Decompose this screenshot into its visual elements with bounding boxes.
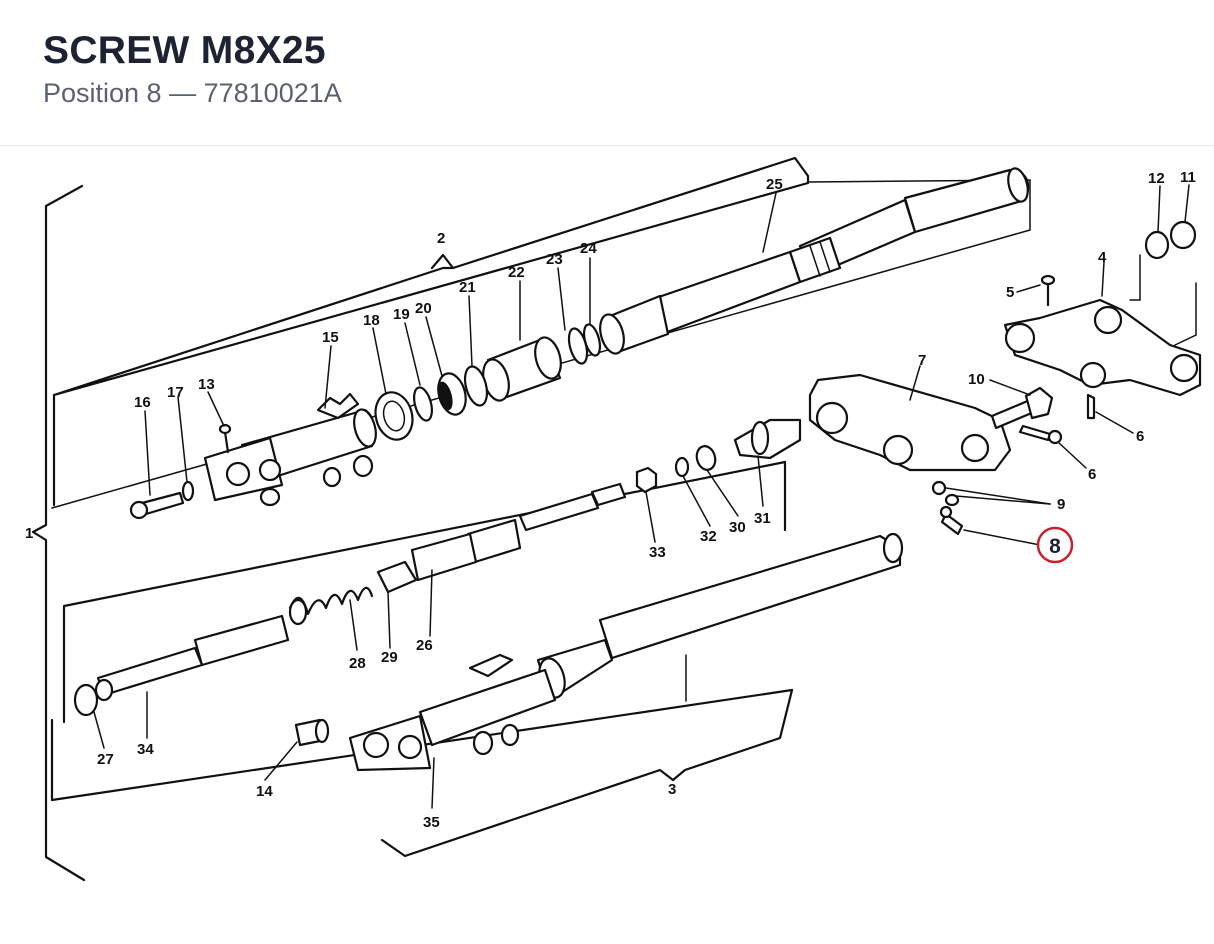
callout-13: 13 (198, 376, 215, 393)
callout-29: 29 (381, 649, 398, 666)
lower-tube-parts (294, 532, 904, 772)
part-subtitle: Position 8 — 77810021A (43, 78, 342, 109)
part-number: 77810021A (203, 78, 342, 108)
callout-10: 10 (968, 371, 985, 388)
callout-21: 21 (459, 279, 476, 296)
callout-8-highlighted: 8 (1049, 535, 1061, 558)
callout-17: 17 (167, 384, 184, 401)
callout-35: 35 (423, 814, 440, 831)
group-box-3 (380, 688, 794, 858)
diagram-canvas: 1 2 3 4 5 6 6 7 8 9 10 11 12 13 14 15 16… (25, 156, 1202, 882)
callout-4: 4 (1098, 249, 1107, 266)
highlighted-callout-circle (1036, 526, 1074, 564)
callout-12: 12 (1148, 170, 1165, 187)
leader-lines (93, 184, 1190, 809)
callout-labels: 1 2 3 4 5 6 6 7 8 9 10 11 12 13 14 15 16… (25, 169, 1196, 831)
callout-7: 7 (918, 352, 926, 369)
callout-28: 28 (349, 655, 366, 672)
callout-1: 1 (25, 525, 33, 542)
callout-33: 33 (649, 544, 666, 561)
exploded-parts-diagram: 1 2 3 4 5 6 6 7 8 9 10 11 12 13 14 15 16… (0, 146, 1214, 944)
callout-18: 18 (363, 312, 380, 329)
callout-5: 5 (1006, 284, 1014, 301)
callout-23: 23 (546, 251, 563, 268)
callout-14: 14 (256, 783, 273, 800)
part-title: SCREW M8X25 (43, 29, 326, 72)
callout-25: 25 (766, 176, 783, 193)
callout-27: 27 (97, 751, 114, 768)
callout-11: 11 (1180, 169, 1196, 186)
callout-26: 26 (416, 637, 433, 654)
callout-2: 2 (437, 230, 445, 247)
group-box-internal (50, 460, 794, 802)
callout-6b: 6 (1088, 466, 1096, 483)
separator: — (169, 78, 197, 108)
page-header: SCREW M8X25 Position 8 — 77810021A (0, 0, 1214, 146)
callout-15: 15 (322, 329, 339, 346)
callout-20: 20 (415, 300, 432, 317)
callout-19: 19 (393, 306, 410, 323)
group-box-2 (52, 156, 810, 507)
damper-parts (73, 418, 802, 717)
upper-tube-parts (129, 167, 1030, 520)
callout-6a: 6 (1136, 428, 1144, 445)
clamp-parts (808, 220, 1202, 536)
callout-3: 3 (668, 781, 676, 798)
callout-22: 22 (508, 264, 525, 281)
callout-16: 16 (134, 394, 151, 411)
bracket-assembly-1 (31, 184, 86, 882)
position-label: Position 8 (43, 78, 162, 108)
callout-32: 32 (700, 528, 717, 545)
callout-31: 31 (754, 510, 771, 527)
callout-24: 24 (580, 240, 597, 257)
callout-9: 9 (1057, 496, 1065, 513)
bracket-4 (1129, 254, 1197, 346)
callout-34: 34 (137, 741, 154, 758)
callout-30: 30 (729, 519, 746, 536)
